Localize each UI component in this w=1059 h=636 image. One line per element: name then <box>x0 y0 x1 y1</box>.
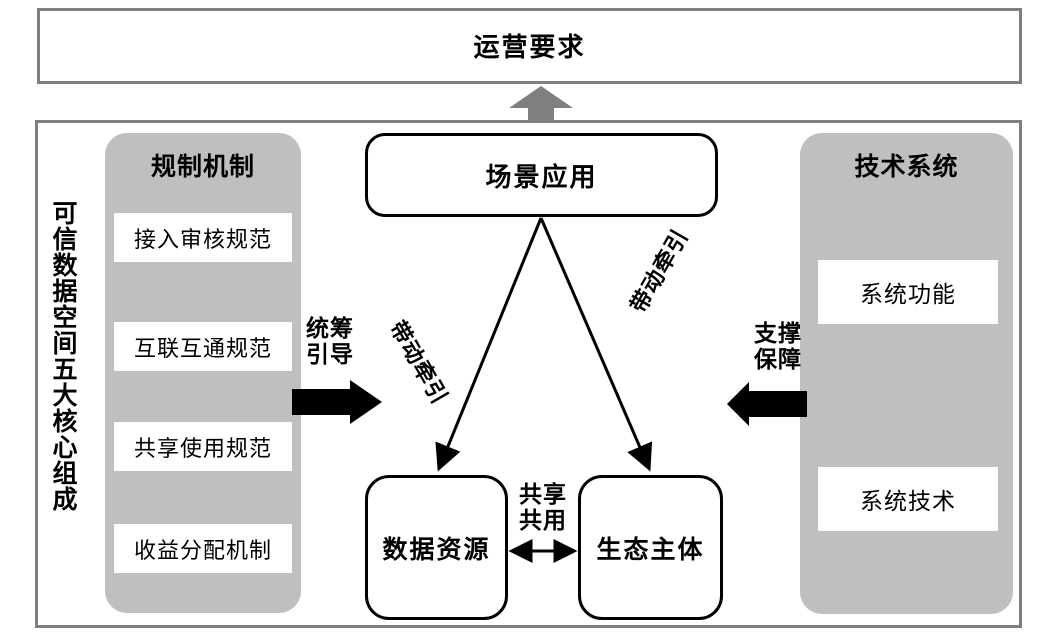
share-use-label: 共享 共用 <box>505 482 581 534</box>
pillar-item-system-technology[interactable]: 系统技术 <box>818 467 998 531</box>
side-vertical-label: 可信数据空间五大核心组成 <box>49 200 78 512</box>
pillar-item-shared-use[interactable]: 共享使用规范 <box>114 422 292 471</box>
technical-system-pillar: 技术系统 系统功能 系统技术 <box>800 133 1013 614</box>
technical-system-title: 技术系统 <box>854 152 959 181</box>
support-arrow-label-line1: 支撑 <box>754 321 802 347</box>
regulation-mechanism-title: 规制机制 <box>150 152 255 181</box>
guidance-arrow-label-line1: 统筹 <box>306 316 354 342</box>
guidance-arrow-icon <box>292 380 382 428</box>
node-scene-application[interactable]: 场景应用 <box>365 133 718 217</box>
pillar-item-access-review[interactable]: 接入审核规范 <box>114 213 292 262</box>
share-use-label-line2: 共用 <box>519 508 567 535</box>
guidance-arrow-label-line2: 引导 <box>306 341 354 368</box>
gray-up-arrow-icon <box>509 86 573 124</box>
regulation-mechanism-pillar: 规制机制 接入审核规范 互联互通规范 共享使用规范 收益分配机制 <box>105 133 301 613</box>
support-arrow-label-line2: 保障 <box>754 346 802 373</box>
guidance-arrow-label: 统筹 引导 <box>294 316 366 369</box>
support-arrow-label: 支撑 保障 <box>742 321 814 374</box>
operation-requirement-label: 运营要求 <box>473 33 586 63</box>
support-arrow-icon <box>727 382 807 430</box>
node-ecosystem-actor[interactable]: 生态主体 <box>578 475 723 620</box>
node-data-resource[interactable]: 数据资源 <box>365 475 508 620</box>
pillar-item-interconnect[interactable]: 互联互通规范 <box>114 322 292 371</box>
operation-requirement-box: 运营要求 <box>37 8 1022 84</box>
pillar-item-revenue-alloc[interactable]: 收益分配机制 <box>114 524 292 573</box>
pillar-item-system-function[interactable]: 系统功能 <box>818 260 998 324</box>
share-use-label-line1: 共享 <box>519 482 567 508</box>
